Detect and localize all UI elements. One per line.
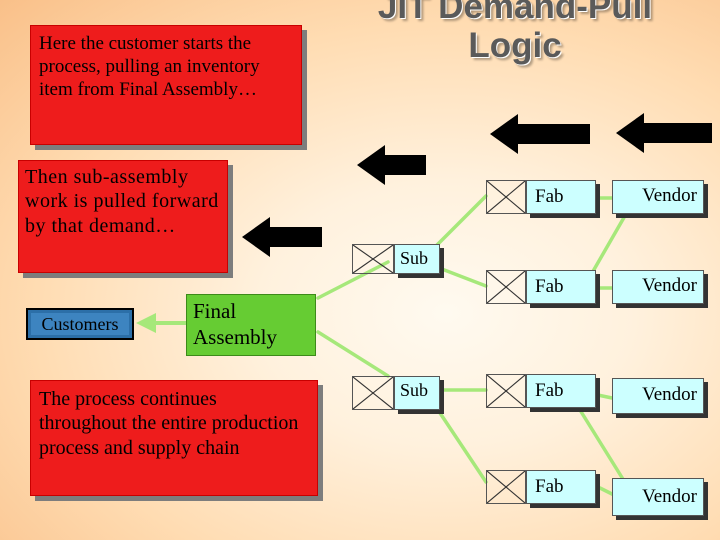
node-sub-2-marker (352, 376, 394, 410)
connector-sub2-to-fab4 (432, 402, 488, 484)
node-fab-4-marker (486, 470, 526, 504)
connector-final-to-sub2 (316, 330, 390, 378)
connector-sub1-to-fab2 (432, 264, 488, 288)
node-sub-1-label: Sub (400, 248, 429, 268)
node-vendor-1-label: Vendor (642, 185, 697, 206)
node-customers-label: Customers (31, 313, 129, 335)
node-vendor-4: Vendor (612, 478, 704, 516)
connector-fab4-to-vendor4 (598, 486, 614, 496)
connector-fab2-to-vendor1 (586, 212, 628, 282)
node-sub-2: Sub (394, 376, 440, 410)
note-subassembly-pulled-text: Then sub-assembly work is pulled forward… (25, 166, 219, 237)
x-mark-icon (487, 271, 525, 303)
pull-arrow-1 (242, 217, 322, 257)
page-title: JIT Demand-Pull Logic (330, 0, 700, 65)
title-line-1: JIT Demand-Pull (377, 0, 653, 26)
x-mark-icon (353, 245, 393, 273)
note-process-continues-text: The process continues throughout the ent… (39, 388, 299, 459)
pull-arrow-3 (490, 114, 590, 154)
x-mark-icon (353, 377, 393, 409)
note-process-continues: The process continues throughout the ent… (30, 380, 318, 496)
node-fab-3-marker (486, 374, 526, 408)
node-fab-1-marker (486, 180, 526, 214)
node-vendor-2-label: Vendor (642, 275, 697, 296)
pull-arrow-2 (357, 145, 426, 185)
node-sub-2-label: Sub (400, 380, 429, 400)
node-fab-2-label: Fab (535, 276, 564, 297)
note-subassembly-pulled: Then sub-assembly work is pulled forward… (18, 160, 228, 273)
connector-sub1-to-fab1 (432, 194, 488, 250)
node-fab-2: Fab (526, 270, 596, 304)
node-fab-3: Fab (526, 374, 596, 408)
node-final-assembly-label: Final Assembly (193, 299, 277, 350)
x-mark-icon (487, 181, 525, 213)
node-fab-1-label: Fab (535, 186, 564, 207)
node-vendor-3-label: Vendor (642, 384, 697, 405)
title-line-2: Logic (468, 25, 562, 65)
node-fab-3-label: Fab (535, 380, 564, 401)
pull-arrow-4 (616, 113, 712, 153)
connector-fab3-to-vendor4 (578, 408, 628, 486)
node-vendor-1: Vendor (612, 180, 704, 214)
node-sub-1: Sub (394, 244, 440, 274)
node-vendor-4-label: Vendor (642, 486, 697, 507)
node-vendor-2: Vendor (612, 270, 704, 304)
connector-final-to-sub1 (316, 260, 390, 300)
node-vendor-3: Vendor (612, 378, 704, 414)
node-sub-1-marker (352, 244, 394, 274)
node-fab-4-label: Fab (535, 476, 564, 497)
node-fab-1: Fab (526, 180, 596, 214)
note-customer-starts-text: Here the customer starts the process, pu… (39, 33, 260, 101)
node-final-assembly: Final Assembly (186, 294, 316, 356)
node-fab-2-marker (486, 270, 526, 304)
node-fab-4: Fab (526, 470, 596, 504)
note-customer-starts: Here the customer starts the process, pu… (30, 25, 302, 145)
node-customers: Customers (26, 308, 134, 340)
x-mark-icon (487, 471, 525, 503)
x-mark-icon (487, 375, 525, 407)
